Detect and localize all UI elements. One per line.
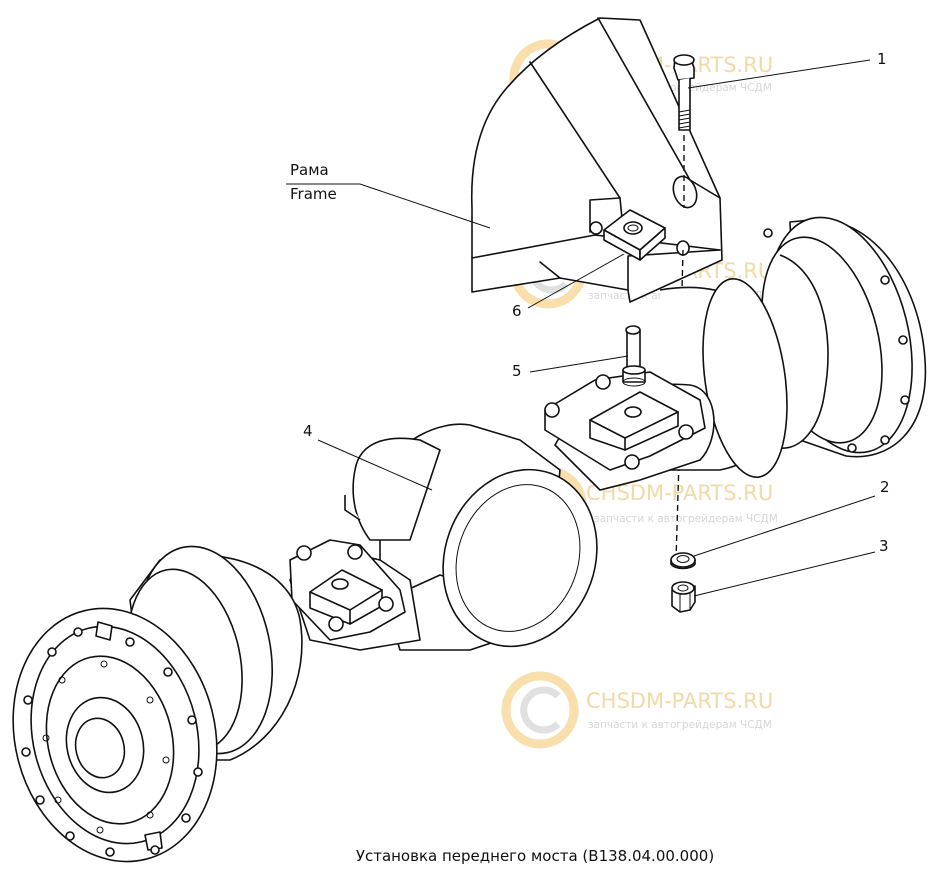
right-wheel-hub [650, 216, 927, 478]
callout-3: 3 [879, 537, 889, 555]
leader-line-4 [317, 439, 433, 491]
part-3-nut [671, 581, 696, 613]
part-5-pin [622, 325, 646, 387]
leader-line-6 [527, 253, 625, 309]
leader-line-1 [687, 59, 871, 89]
watermark-site-text: CHSDM-PARTS.RU [586, 689, 773, 713]
left-wheel-hub [12, 545, 303, 863]
callout-5: 5 [512, 362, 522, 380]
frame-label-en: Frame [290, 185, 337, 203]
frame-label-ru: Рама [290, 161, 329, 179]
watermark-tagline-text: запчасти к автогрейдерам ЧСДМ [594, 513, 778, 525]
leader-line-2 [693, 495, 876, 557]
callout-4: 4 [303, 422, 313, 440]
diagram-caption: Установка переднего моста (В138.04.00.00… [355, 847, 715, 865]
part-6-plate [603, 209, 666, 261]
right-axle-beam [544, 371, 715, 491]
watermark-tagline-text: запчасти к автогрейдерам ЧСДМ [588, 719, 772, 731]
leader-line-frame [286, 183, 491, 229]
leader-lines [286, 59, 876, 597]
watermark-gear-icon [501, 671, 579, 749]
watermark-bottom: CHSDM-PARTS.RU запчасти к автогрейдерам … [501, 671, 773, 749]
part-4-differential-housing [344, 423, 598, 651]
part-2-washer [670, 552, 696, 570]
watermark-c-icon [520, 686, 561, 734]
leader-line-5 [529, 355, 629, 373]
callout-2: 2 [880, 478, 890, 496]
left-axle-beam [289, 539, 421, 651]
part-1-bolt [673, 54, 695, 131]
callout-6: 6 [512, 302, 522, 320]
leader-line-3 [693, 551, 876, 597]
callout-1: 1 [877, 50, 887, 68]
